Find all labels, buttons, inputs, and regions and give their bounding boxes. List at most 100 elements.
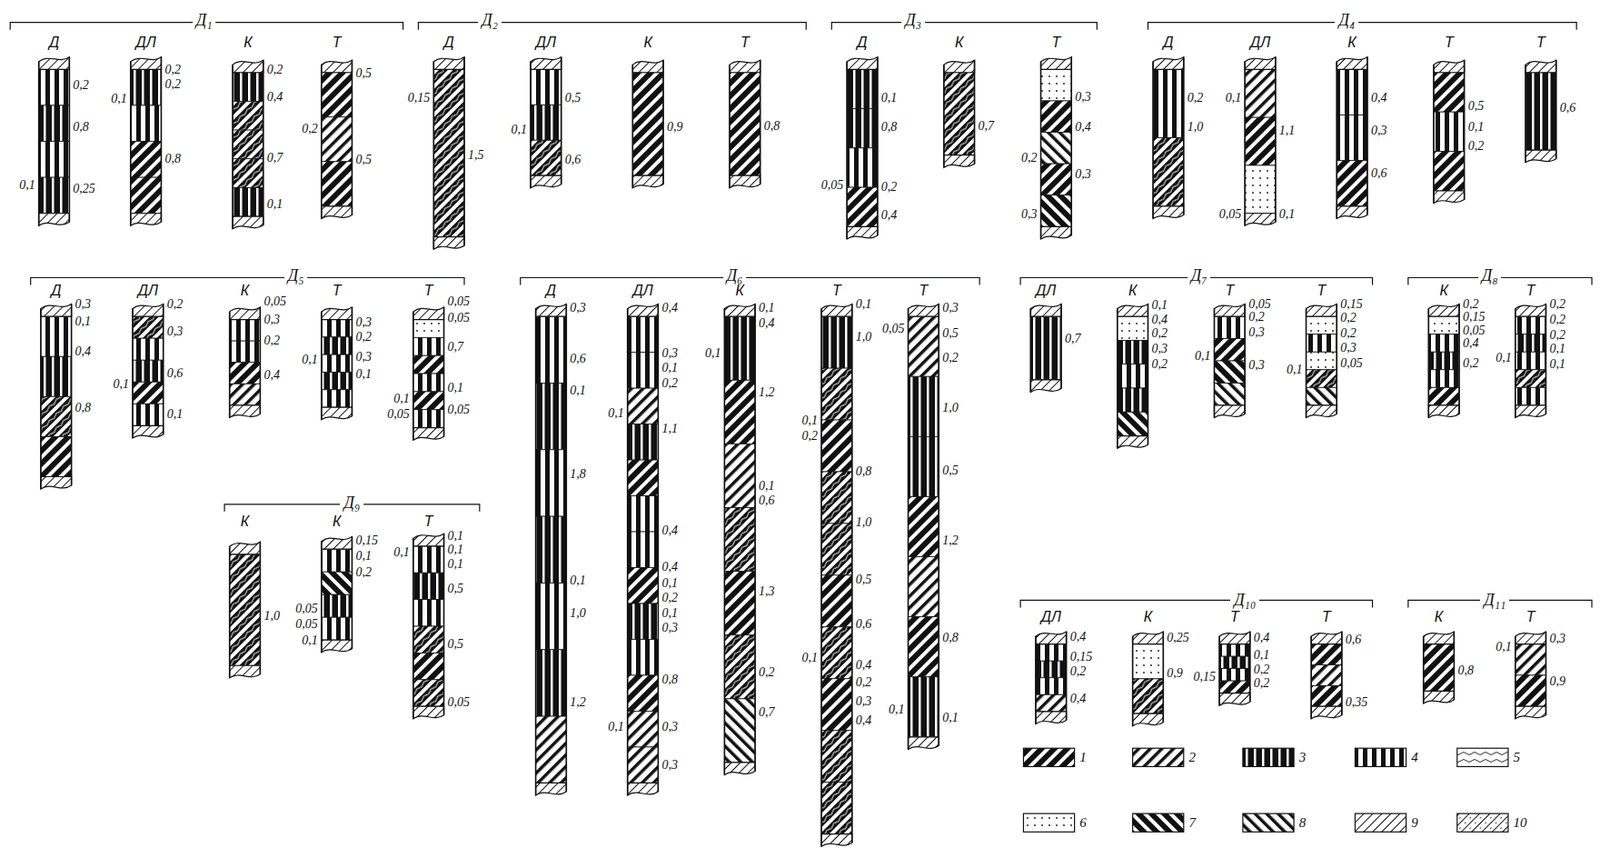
column-cap xyxy=(821,304,853,318)
column-edge xyxy=(38,61,40,227)
thickness-value: 0,2 xyxy=(301,121,319,137)
column-cap xyxy=(413,427,445,441)
rock-layer xyxy=(530,139,562,176)
rock-layer xyxy=(724,635,756,699)
column-cap xyxy=(1244,57,1276,70)
rock-layer xyxy=(724,571,756,636)
rock-layer xyxy=(1428,334,1460,353)
group-title: Д₂ xyxy=(477,10,502,30)
rock-layer xyxy=(536,516,567,583)
column-edge xyxy=(262,59,265,226)
rock-layer xyxy=(1152,138,1184,207)
column-edge xyxy=(351,536,354,649)
legend-number: 3 xyxy=(1299,749,1307,766)
column-cap xyxy=(1525,59,1557,73)
legend-swatch xyxy=(1242,747,1294,766)
column-cap xyxy=(1515,631,1547,645)
column-edge xyxy=(320,541,323,653)
thickness-value: 0,5 xyxy=(1468,99,1485,114)
column-header: Д xyxy=(444,34,455,51)
rock-layer xyxy=(908,556,940,617)
rock-layer xyxy=(1117,339,1149,364)
thickness-value: 0,3 xyxy=(263,312,280,328)
thickness-value: 0,1 xyxy=(758,300,776,316)
thickness-value: 0,4 xyxy=(881,208,898,223)
thickness-value: 0,2 xyxy=(758,665,776,680)
column-edge xyxy=(907,308,910,750)
thickness-value: 0,1 xyxy=(1279,207,1296,222)
rock-layer xyxy=(1041,163,1073,196)
thickness-value: 1,0 xyxy=(569,606,587,621)
column-header: К xyxy=(243,34,252,51)
column-cap xyxy=(130,57,162,70)
thickness-value: 0,8 xyxy=(661,672,678,687)
column-edge xyxy=(1060,304,1063,389)
column-cap xyxy=(1041,57,1073,70)
column-edge xyxy=(1065,631,1068,720)
column-cap xyxy=(1306,405,1338,418)
thickness-value: 0,7 xyxy=(267,150,284,166)
column-cap xyxy=(944,155,975,169)
rock-layer xyxy=(132,403,164,426)
thickness-value: 0,3 xyxy=(942,300,959,316)
rock-layer xyxy=(413,391,445,410)
rock-layer xyxy=(321,161,353,207)
rock-layer xyxy=(1035,677,1067,696)
thickness-value: 0,5 xyxy=(447,636,465,652)
column-edge xyxy=(1213,308,1216,418)
group-bracket xyxy=(831,22,1097,30)
thickness-value: 0,1 xyxy=(19,178,36,193)
thickness-value: 0,15 xyxy=(1340,297,1363,312)
rock-layer xyxy=(232,72,264,102)
rock-layer xyxy=(1219,644,1251,656)
rock-layer xyxy=(1219,655,1251,668)
thickness-value: 0,05 xyxy=(821,178,845,193)
thickness-value: 1,0 xyxy=(855,329,873,345)
rock-layer xyxy=(1311,665,1342,686)
group-bracket xyxy=(417,22,806,30)
column-cap xyxy=(232,59,264,73)
rock-layer xyxy=(413,337,445,356)
legend-number: 1 xyxy=(1079,749,1087,766)
thickness-value: 0,1 xyxy=(393,391,410,407)
column-header: ДЛ xyxy=(135,34,156,51)
column-edge xyxy=(1366,57,1369,216)
column-edge xyxy=(820,308,823,847)
column-edge xyxy=(662,59,665,185)
column-edge xyxy=(728,64,731,189)
thickness-value: 0,4 xyxy=(855,713,873,728)
column-cap xyxy=(1152,57,1184,70)
column-edge xyxy=(1243,61,1246,227)
thickness-value: 0,1 xyxy=(301,352,319,368)
rock-layer xyxy=(40,316,72,357)
column-edge xyxy=(1030,308,1033,393)
column-edge xyxy=(228,546,231,678)
column-header: ДЛ xyxy=(1250,34,1271,51)
column-header: Д xyxy=(50,282,61,299)
rock-layer xyxy=(1213,382,1245,405)
rock-layer xyxy=(627,567,659,604)
thickness-value: 0,5 xyxy=(855,572,873,587)
column-cap xyxy=(229,307,261,320)
rock-layer xyxy=(1306,316,1338,335)
column-cap xyxy=(232,216,264,229)
column-edge xyxy=(69,57,71,223)
column-edge xyxy=(754,304,756,772)
rock-layer xyxy=(536,715,567,783)
column-header: К xyxy=(1439,282,1448,299)
rock-layer xyxy=(846,109,878,149)
column-header: Д xyxy=(546,282,557,299)
column-edge xyxy=(724,308,726,776)
thickness-value: 0,1 xyxy=(1495,639,1512,655)
rock-layer xyxy=(627,531,659,567)
rock-layer xyxy=(1433,151,1465,191)
rock-layer xyxy=(40,356,72,397)
thickness-value: 0,2 xyxy=(164,77,181,92)
column-cap xyxy=(846,226,878,239)
rock-layer xyxy=(846,69,878,109)
rock-layer xyxy=(1311,685,1342,706)
thickness-value: 0,2 xyxy=(167,297,184,312)
column-cap xyxy=(1515,304,1547,318)
column-edge xyxy=(1152,61,1154,219)
column-cap xyxy=(908,304,940,318)
